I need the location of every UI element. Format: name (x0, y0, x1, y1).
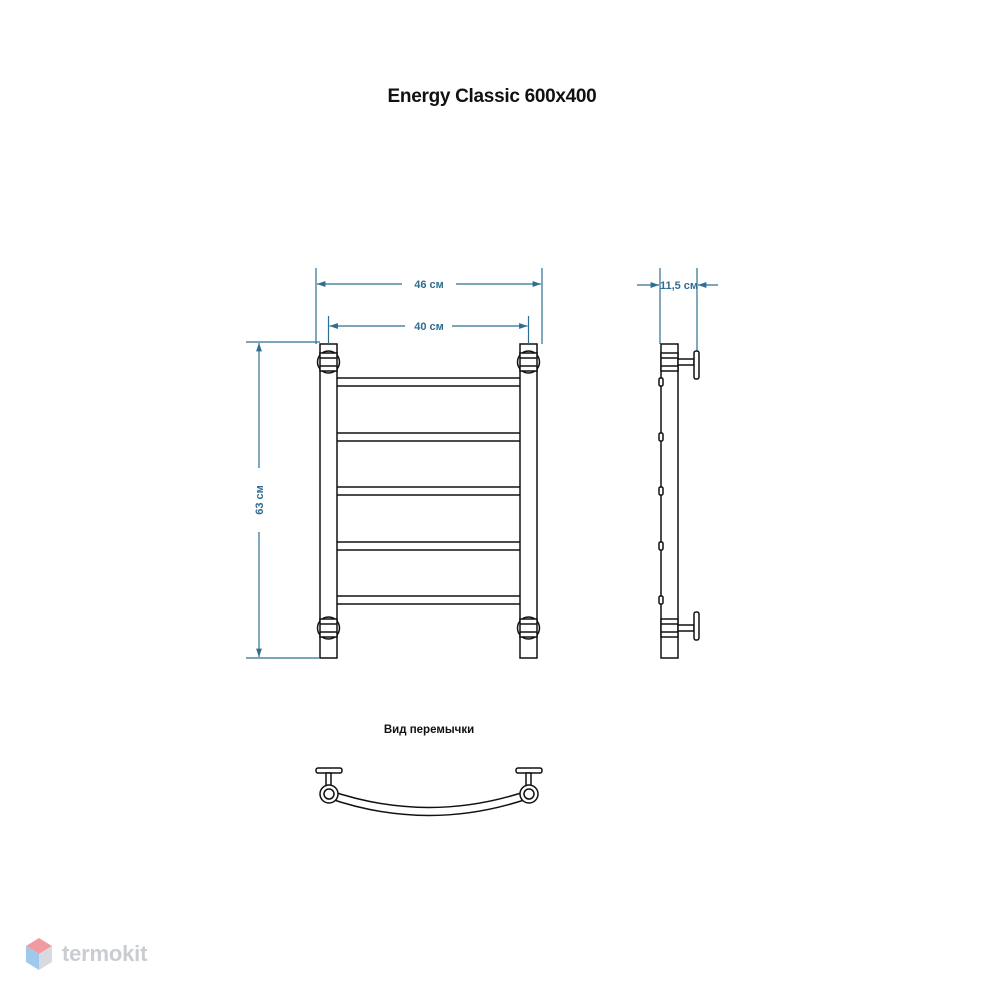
right-post (519, 343, 538, 659)
jumper-view (315, 767, 543, 817)
side-bar-stub (658, 486, 664, 496)
top-right-connector (516, 350, 541, 374)
left-post (319, 343, 338, 659)
side-top-bracket (660, 350, 700, 380)
bottom-left-connector (316, 616, 341, 640)
side-bar-stub (658, 595, 664, 605)
crossbar (334, 595, 523, 605)
side-bar-stub (658, 541, 664, 551)
depth-label: 11,5 см (660, 280, 698, 292)
side-bottom-bracket (660, 611, 700, 641)
crossbar (334, 432, 523, 442)
termokit-logo: termokit (24, 934, 147, 974)
crossbar (334, 377, 523, 387)
overall-width-label: 46 см (414, 279, 444, 291)
jumper-left-fitting (315, 767, 343, 804)
cube-icon (26, 938, 52, 970)
side-bar-stub (658, 377, 664, 387)
dimension-lines (246, 268, 718, 659)
top-left-connector (316, 350, 341, 374)
crossbar (334, 486, 523, 496)
crossbar (334, 541, 523, 551)
bottom-right-connector (516, 616, 541, 640)
jumper-curved-bar (327, 788, 531, 817)
side-post (660, 343, 679, 659)
jumper-view-label: Вид перемычки (384, 724, 474, 736)
height-label: 63 см (254, 485, 266, 515)
inner-width-label: 40 см (414, 321, 444, 333)
drawing-title: Energy Classic 600x400 (387, 86, 597, 107)
side-view (658, 343, 700, 659)
logo-text: termokit (62, 941, 148, 966)
jumper-right-fitting (515, 767, 543, 804)
side-bar-stub (658, 432, 664, 442)
front-view (316, 343, 541, 659)
